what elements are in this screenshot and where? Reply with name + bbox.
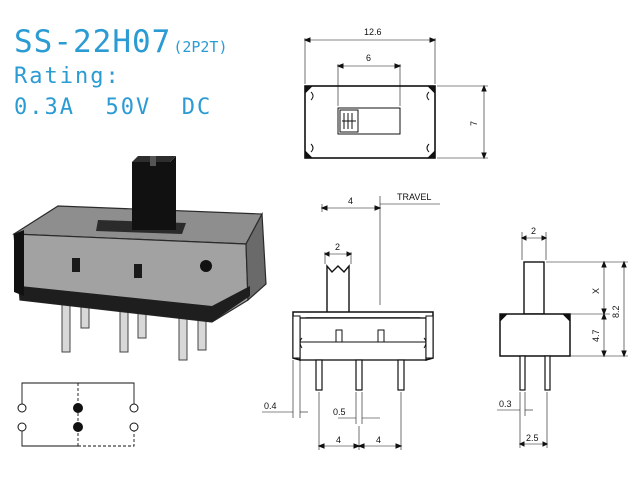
dim-top-height: 7 (469, 121, 479, 126)
pole-config: (2P2T) (173, 38, 228, 56)
dim-pin-thickness: 0.4 (264, 401, 277, 411)
product-actuator (132, 156, 176, 230)
switch-product-illustration (12, 156, 267, 361)
rating-value: 0.3A 50V DC (14, 95, 213, 120)
dim-pitch-right: 4 (376, 435, 381, 445)
top-view (303, 37, 488, 160)
dim-side-pin-spacing: 2.5 (526, 433, 539, 443)
dim-side-actuator: 2 (531, 226, 536, 236)
dim-pin-width: 0.5 (333, 407, 346, 417)
circuit-schematic (17, 382, 139, 447)
dim-side-pin-thickness: 0.3 (499, 399, 512, 409)
dim-top-slot: 6 (366, 53, 371, 63)
title-block: SS-22H07(2P2T) Rating: 0.3A 50V DC (14, 24, 228, 120)
model-line: SS-22H07(2P2T) (14, 24, 228, 60)
dim-front-actuator: 2 (335, 242, 340, 252)
model-number: SS-22H07 (14, 24, 172, 60)
travel-label: TRAVEL (397, 192, 431, 202)
rating-label: Rating: (14, 64, 121, 89)
dim-side-total-height: 8.2 (611, 305, 621, 318)
side-view (497, 232, 628, 448)
dim-pitch-left: 4 (336, 435, 341, 445)
front-view (262, 196, 440, 450)
dim-top-width: 12.6 (364, 27, 382, 37)
dim-side-body-height: 4.7 (591, 329, 601, 342)
dim-side-x: X (591, 288, 601, 294)
dim-travel: 4 (348, 196, 353, 206)
